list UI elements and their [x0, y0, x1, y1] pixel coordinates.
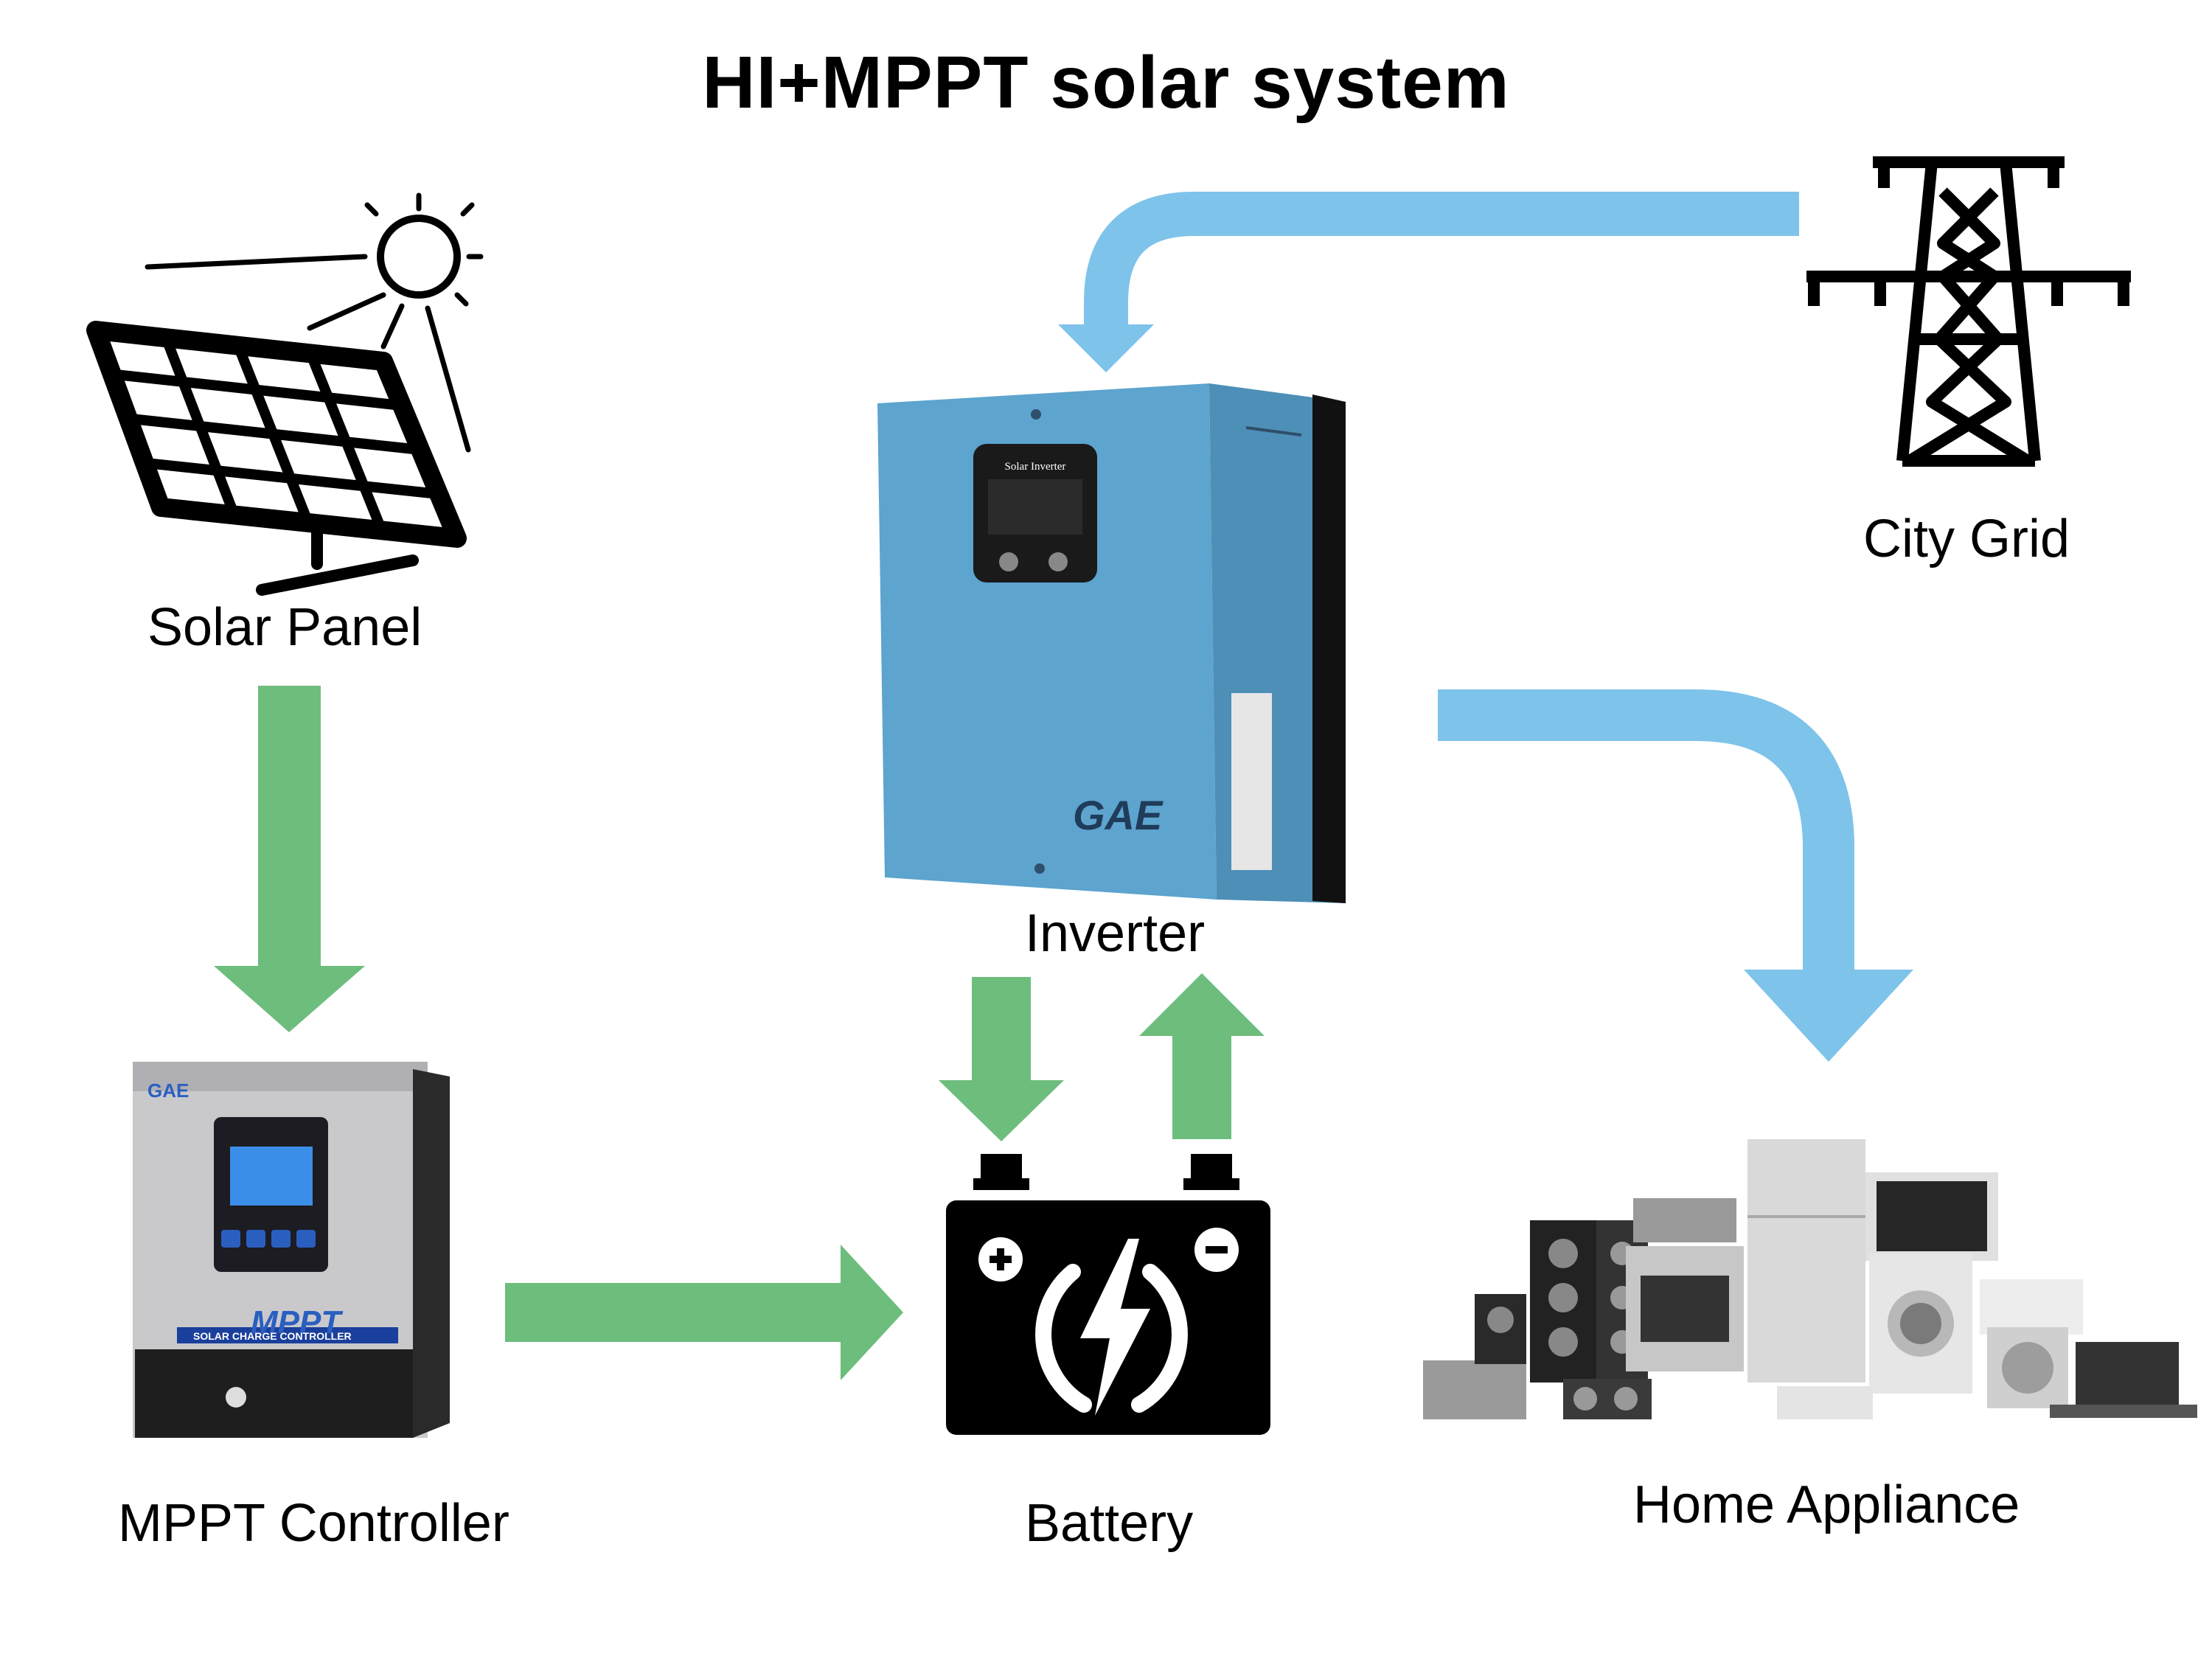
- arrow-inverter-to-appliance: [1438, 689, 1854, 973]
- arrow-battery-to-inverter: [1139, 973, 1265, 1139]
- arrow-solar-to-mppt: [214, 686, 365, 1032]
- mppt-logo: GAE: [147, 1079, 189, 1102]
- label-solar-panel: Solar Panel: [147, 598, 422, 657]
- arrow-inverter-to-appliance-head: [1744, 970, 1913, 1062]
- inverter-brand: GAE: [1073, 792, 1164, 838]
- label-city-grid: City Grid: [1863, 509, 2070, 568]
- arrow-grid-to-inverter-head: [1058, 324, 1154, 372]
- label-inverter: Inverter: [1025, 904, 1206, 963]
- battery-icon: [946, 1154, 1270, 1435]
- mppt-device-brand: MPPT: [251, 1304, 343, 1340]
- label-mppt-controller: MPPT Controller: [118, 1494, 509, 1553]
- transmission-tower-icon: [1806, 156, 2131, 467]
- mppt-device-subtitle: SOLAR CHARGE CONTROLLER: [193, 1330, 352, 1342]
- label-battery: Battery: [1025, 1494, 1194, 1553]
- label-home-appliance: Home Appliance: [1633, 1475, 2020, 1534]
- arrow-grid-to-inverter: [1084, 192, 1799, 324]
- arrow-inverter-to-battery: [939, 977, 1064, 1141]
- inverter-display-label: Solar Inverter: [1005, 461, 1066, 473]
- solar-panel-icon: [86, 192, 484, 596]
- mppt-controller-icon: MPPT SOLAR CHARGE CONTROLLER GAE: [133, 1062, 450, 1438]
- home-appliances-icon: [1423, 1139, 2197, 1419]
- diagram-title: HI+MPPT solar system: [702, 41, 1510, 124]
- inverter-icon: Solar Inverter GAE: [877, 383, 1346, 903]
- arrow-mppt-to-battery: [505, 1245, 903, 1380]
